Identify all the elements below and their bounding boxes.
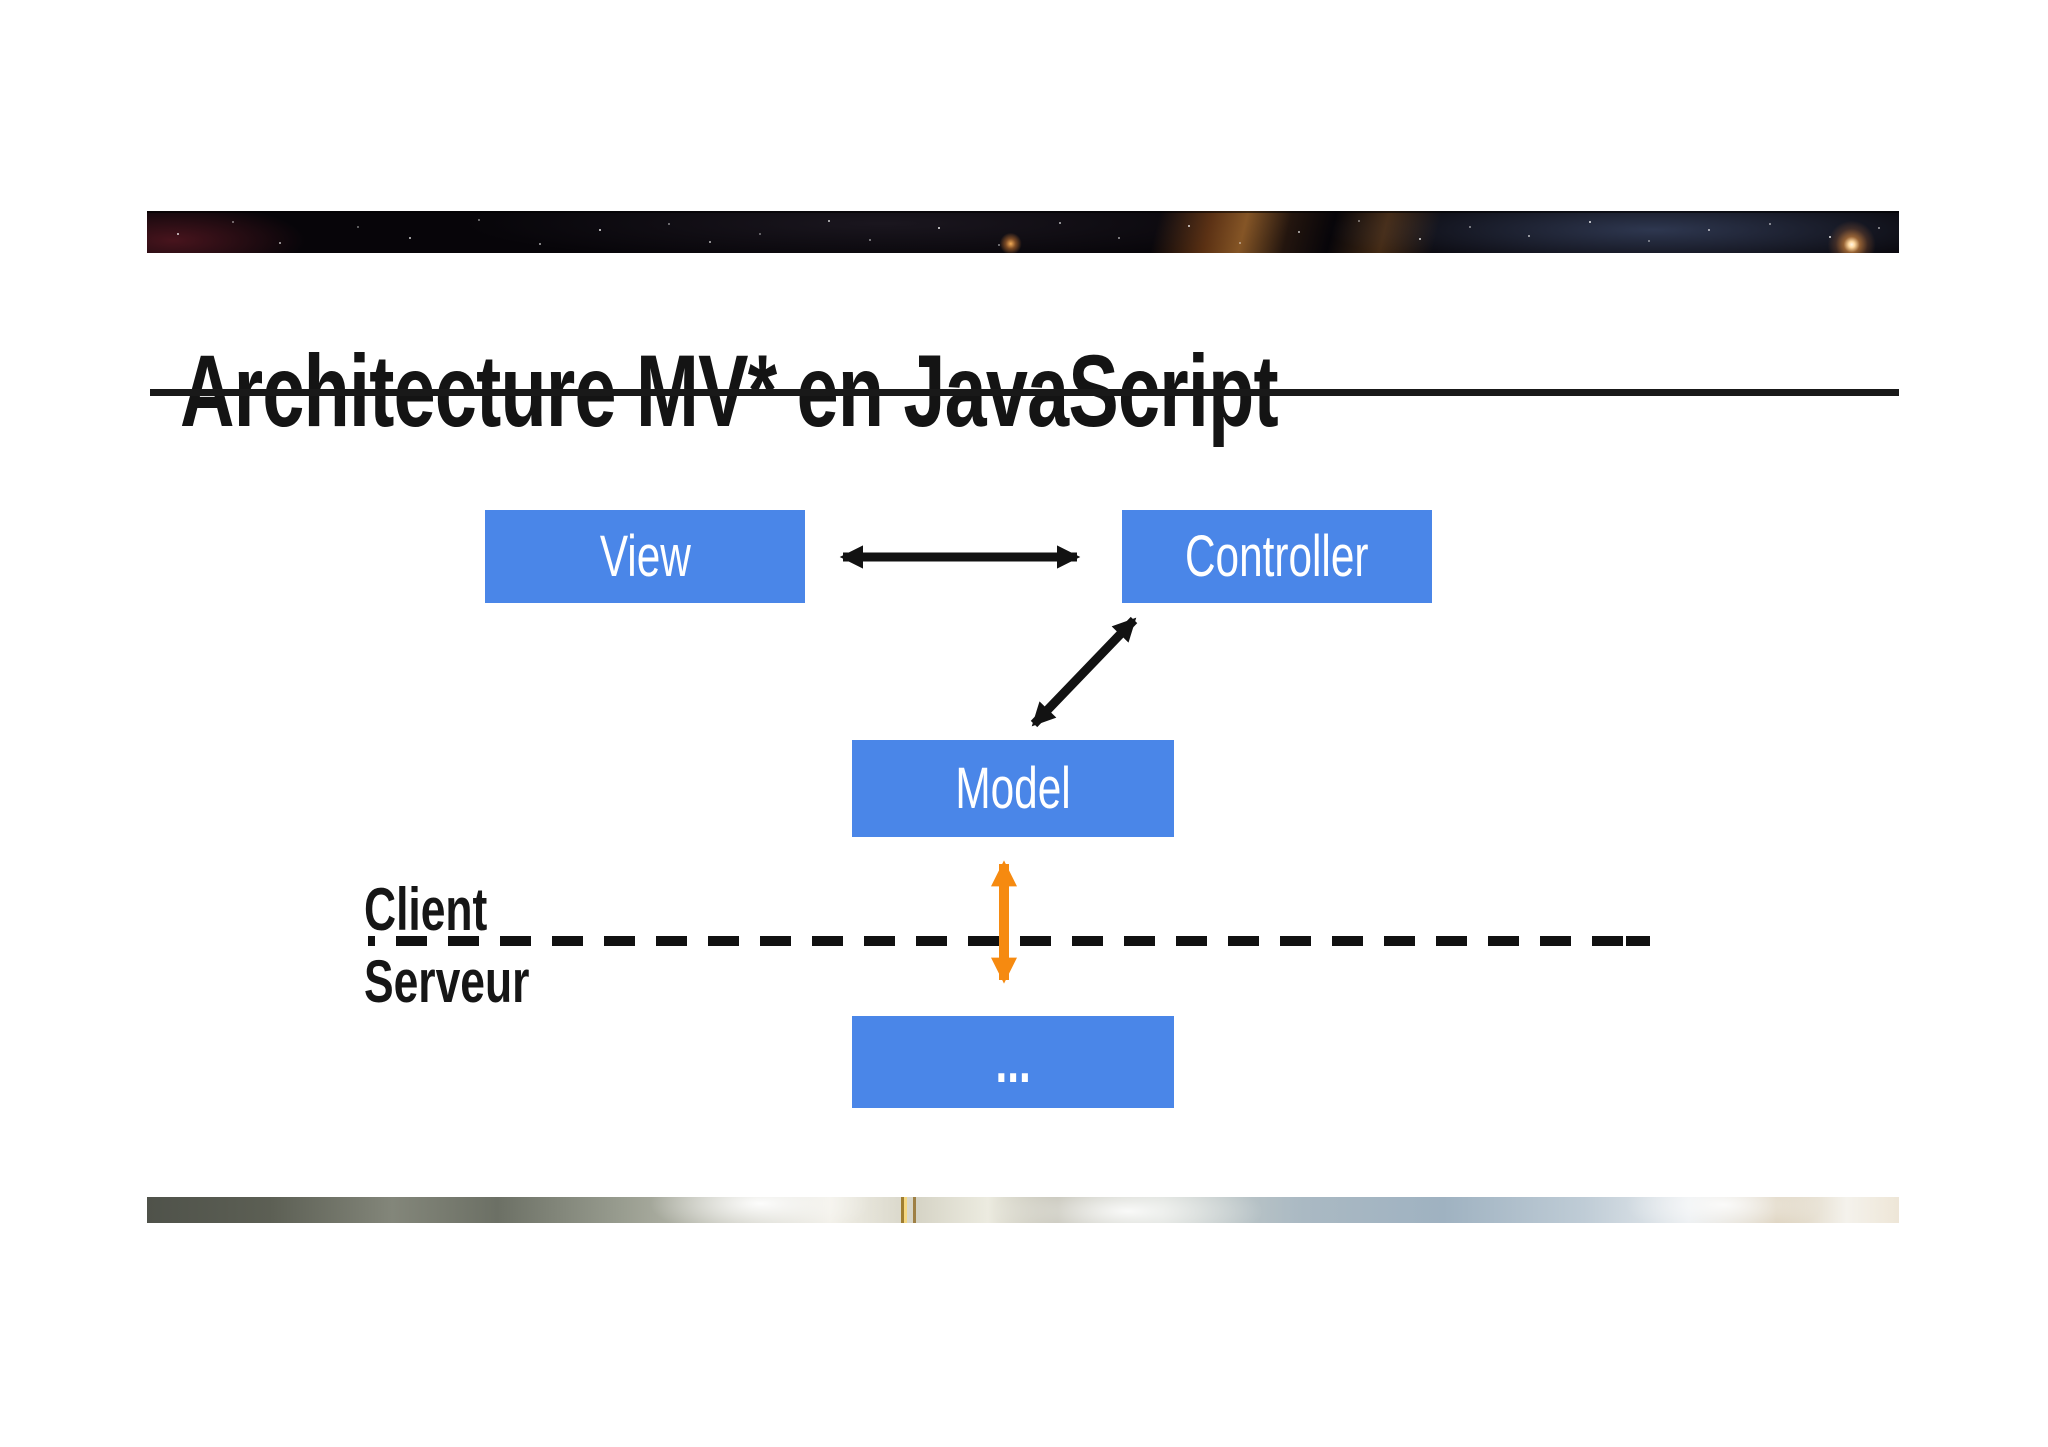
model-backend-arrow-icon xyxy=(991,860,1017,984)
client-server-dashed-line xyxy=(368,936,1650,946)
view-box-label: View xyxy=(599,524,691,589)
backend-box: ... xyxy=(852,1016,1174,1108)
model-box-label: Model xyxy=(955,756,1071,821)
controller-box-label: Controller xyxy=(1185,524,1369,589)
title-underline xyxy=(150,389,1899,396)
client-label: Client xyxy=(364,876,488,943)
model-box: Model xyxy=(852,740,1174,837)
controller-box: Controller xyxy=(1122,510,1432,603)
space-banner-image xyxy=(147,211,1899,253)
stars-decoration xyxy=(147,211,149,213)
view-controller-arrow-icon xyxy=(839,545,1081,569)
controller-model-arrow-icon xyxy=(1030,616,1138,728)
clouds-banner-image xyxy=(147,1197,1899,1223)
backend-box-label: ... xyxy=(995,1029,1031,1095)
view-box: View xyxy=(485,510,805,603)
serveur-label: Serveur xyxy=(364,948,530,1015)
